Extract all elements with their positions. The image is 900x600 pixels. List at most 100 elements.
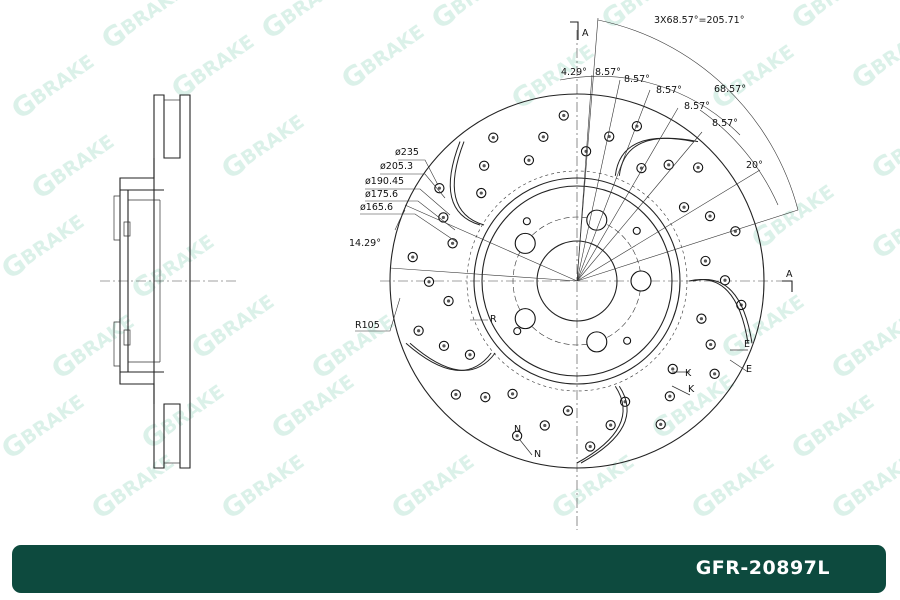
section-mark-top xyxy=(570,21,579,40)
section-mark-right xyxy=(782,280,793,292)
slot-edge xyxy=(453,141,485,226)
drill-hole-center xyxy=(609,423,613,427)
drill-hole-center xyxy=(515,434,519,438)
diameter-leaders xyxy=(355,159,488,332)
e-label-top: E xyxy=(744,339,750,350)
stud-detail xyxy=(123,221,131,346)
hat-outer-edge xyxy=(473,177,681,385)
front-view: 3X68.57°=205.71° 4.29° 8.57° 8.57° 8.57°… xyxy=(349,15,799,530)
r-label: R xyxy=(490,314,497,325)
lug-hole xyxy=(586,209,608,231)
offset-angle-arc xyxy=(699,109,779,206)
angle-label-first: 4.29° xyxy=(561,67,587,78)
drill-hole-center xyxy=(543,423,547,428)
hub-flange-detail xyxy=(113,195,121,367)
svg-text:BRAKE: BRAKE xyxy=(157,381,228,440)
angle-label-step: 8.57° xyxy=(712,118,738,129)
drill-hole-center xyxy=(446,299,451,303)
leader-165 xyxy=(360,213,459,244)
drill-hole-center xyxy=(584,149,588,153)
svg-text:BRAKE: BRAKE xyxy=(47,131,118,190)
svg-text:BRAKE: BRAKE xyxy=(807,391,878,450)
slot xyxy=(614,137,695,176)
small-hole xyxy=(513,327,522,336)
angle-ray xyxy=(576,107,679,282)
left-angle-arc xyxy=(394,209,406,231)
leader-190 xyxy=(365,188,451,216)
hat-face xyxy=(481,185,673,377)
svg-text:BRAKE: BRAKE xyxy=(847,451,900,510)
inner-friction-ring xyxy=(466,170,688,392)
svg-text:BRAKE: BRAKE xyxy=(237,111,308,170)
n-marker-lines xyxy=(519,439,533,456)
n-label-top: N xyxy=(514,424,521,435)
angle-dimensions xyxy=(389,17,799,282)
lug-hole xyxy=(514,308,536,330)
n-label-bottom: N xyxy=(534,449,541,460)
drill-hole-center xyxy=(541,135,545,139)
svg-text:BRAKE: BRAKE xyxy=(447,0,518,20)
leader-205 xyxy=(380,173,446,199)
svg-text:BRAKE: BRAKE xyxy=(187,31,258,90)
drill-hole-center xyxy=(709,342,713,347)
angle-label-step: 8.57° xyxy=(684,101,710,112)
svg-text:BRAKE: BRAKE xyxy=(407,451,478,510)
leader-175 xyxy=(365,200,456,231)
offset-angle-label: 20° xyxy=(746,160,763,171)
angle-ray xyxy=(576,209,799,282)
svg-text:BRAKE: BRAKE xyxy=(107,451,178,510)
k-label-top: K xyxy=(685,368,692,379)
angle-ray xyxy=(576,79,621,282)
small-hole xyxy=(522,217,531,226)
angle-label-step: 8.57° xyxy=(624,74,650,85)
diameter-label-175: ø175.6 xyxy=(365,189,398,200)
drill-hole-center xyxy=(703,259,708,263)
drill-hole-center xyxy=(483,395,487,399)
drill-hole-center xyxy=(479,191,483,195)
total-angle-arc xyxy=(597,19,799,211)
diameter-label-205: ø205.3 xyxy=(380,161,413,172)
k-label-bottom: K xyxy=(688,384,695,395)
radius-label: R105 xyxy=(355,320,380,331)
svg-text:BRAKE: BRAKE xyxy=(277,0,348,30)
angle-label-step: 8.57° xyxy=(656,85,682,96)
drill-hole-center xyxy=(723,278,727,282)
hat-section xyxy=(119,158,155,404)
hat-wall xyxy=(128,199,161,363)
drill-hole-center xyxy=(411,255,415,259)
drill-hole-center xyxy=(607,134,611,139)
drill-hole-center xyxy=(454,392,458,397)
svg-text:BRAKE: BRAKE xyxy=(207,291,278,350)
angle-ray xyxy=(576,89,651,282)
k-marker-lines xyxy=(671,371,691,396)
drill-hole-center xyxy=(667,163,671,167)
svg-text:BRAKE: BRAKE xyxy=(667,371,738,430)
drill-hole-center xyxy=(708,214,712,218)
drill-hole-center xyxy=(491,136,495,140)
svg-text:BRAKE: BRAKE xyxy=(17,211,88,270)
outer-edge xyxy=(389,93,765,469)
angle-ray xyxy=(576,17,599,282)
watermark-layer: GBRAKEGBRAKEGBRAKEGBRAKEGBRAKEGBRAKEGBRA… xyxy=(0,0,900,526)
drill-hole-center xyxy=(696,165,700,170)
svg-text:BRAKE: BRAKE xyxy=(357,21,428,80)
drill-hole-center xyxy=(441,215,445,220)
